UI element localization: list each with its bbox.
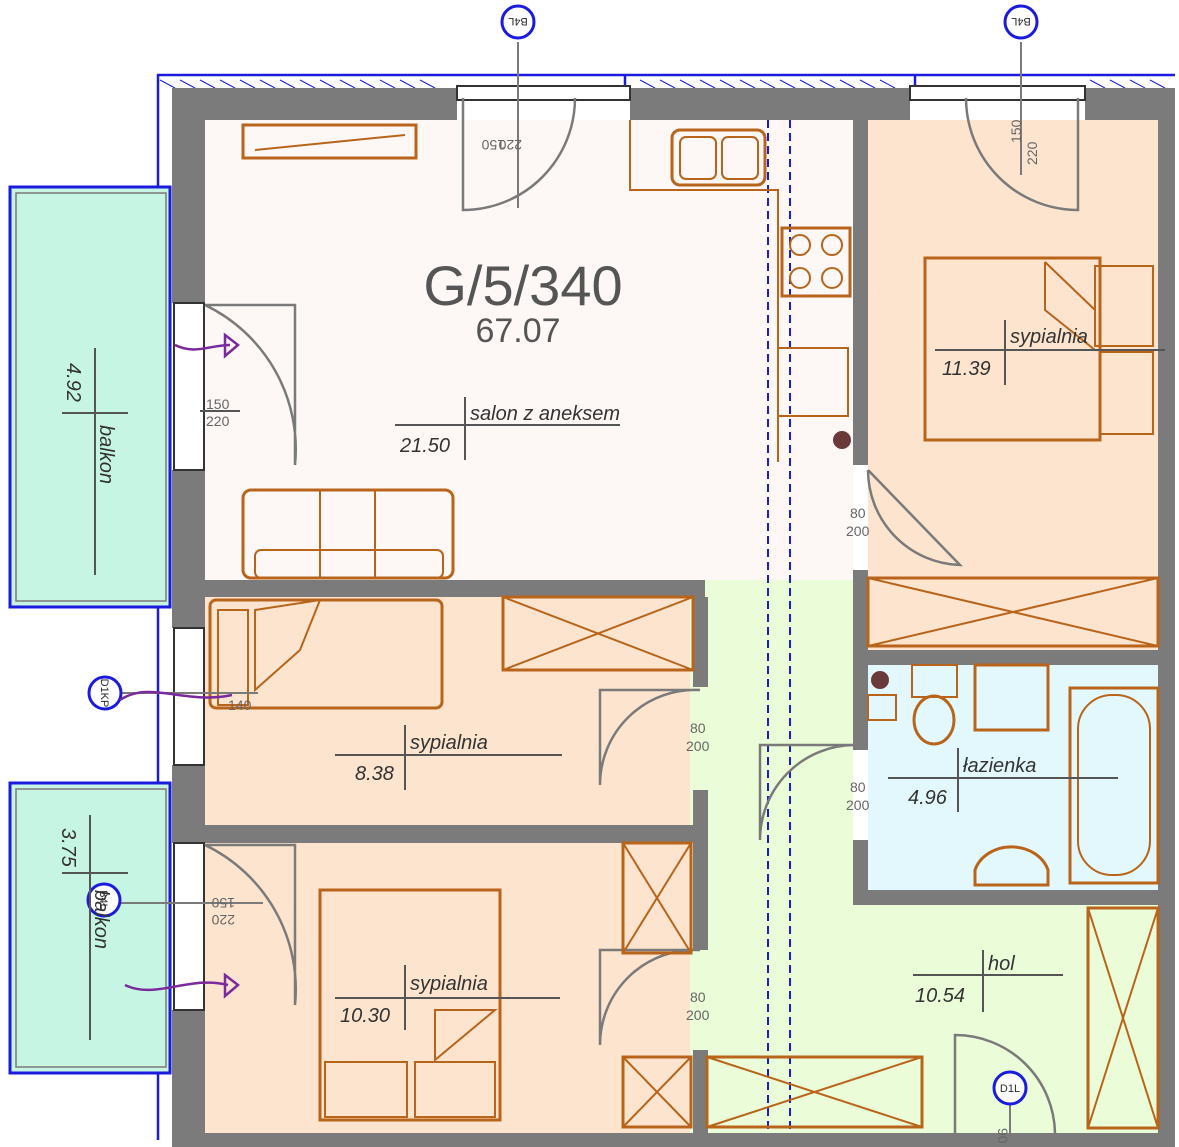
bedroom2-floor xyxy=(205,597,693,825)
door4-height: 200 xyxy=(686,1007,710,1023)
bedroom1-area: 11.39 xyxy=(942,358,991,380)
door2-width: 80 xyxy=(690,720,706,736)
living-room-name: salon z aneksem xyxy=(470,403,620,425)
hall-area: 10.54 xyxy=(915,985,965,1007)
bedroom2-name: sypialnia xyxy=(410,732,488,754)
axis-marker-3-label: D1KP xyxy=(98,679,110,708)
window3-height: 220 xyxy=(1024,141,1040,165)
axis-marker-2-label: B4L xyxy=(1011,15,1031,27)
axis-marker-3: D1KP xyxy=(87,675,123,711)
balcony2-name: balkon xyxy=(90,890,112,949)
axis-marker-4: B4L xyxy=(86,882,122,918)
axis-marker-5-label: D1L xyxy=(1000,1083,1020,1095)
axis-marker-2: B4L xyxy=(1003,4,1039,40)
bedroom1-floor xyxy=(868,120,1158,650)
window2-height: 220 xyxy=(498,137,522,153)
balcony2-area: 3.75 xyxy=(57,828,79,868)
window1-width: 150 xyxy=(206,396,230,412)
door3-height: 200 xyxy=(846,797,870,813)
door2-height: 200 xyxy=(686,738,710,754)
entry-arrows xyxy=(119,332,240,999)
unit-area: 67.07 xyxy=(475,312,560,350)
bathroom-area: 4.96 xyxy=(908,787,948,809)
unit-code: G/5/340 xyxy=(423,254,622,317)
hatching xyxy=(159,79,1166,89)
axis-marker-4-label: B4L xyxy=(97,890,109,910)
window4-height: 220 xyxy=(211,912,235,928)
door4-width: 80 xyxy=(690,989,706,1005)
bedroom3-area: 10.30 xyxy=(340,1005,390,1027)
balcony-1 xyxy=(8,185,172,609)
axis-marker-5: D1L xyxy=(992,1070,1028,1106)
living-room-area: 21.50 xyxy=(399,435,450,457)
furniture xyxy=(208,120,1160,1130)
window3-width: 150 xyxy=(1008,119,1024,143)
axis-marker-1: B4L xyxy=(500,4,536,40)
windows xyxy=(173,85,1086,1011)
window1-height: 220 xyxy=(206,413,230,429)
room-label-crosses xyxy=(62,320,1165,1040)
window5-height: 140 xyxy=(228,697,252,713)
building-outline xyxy=(156,73,1175,1140)
door3-width: 80 xyxy=(850,779,866,795)
window2-width: 150 xyxy=(481,137,505,153)
riser-lines xyxy=(767,120,791,1140)
window4-width: 150 xyxy=(211,895,235,911)
door1-width: 80 xyxy=(850,505,866,521)
hall-name: hol xyxy=(988,953,1015,975)
axis-marker-1-label: B4L xyxy=(508,15,528,27)
entry-height: 90 xyxy=(995,1128,1011,1144)
bedroom2-area: 8.38 xyxy=(355,763,394,785)
bedroom3-name: sypialnia xyxy=(410,973,488,995)
door1-height: 200 xyxy=(846,523,870,539)
living-room-floor xyxy=(205,120,853,580)
hall-floor xyxy=(690,580,1158,1133)
walls xyxy=(172,88,1175,1147)
opening-dimensions: 150 220 150 220 150 220 150 220 140 80 2… xyxy=(200,119,1040,1144)
bedroom1-name: sypialnia xyxy=(1010,326,1088,348)
balcony1-area: 4.92 xyxy=(62,363,84,402)
bathroom-name: łazienka xyxy=(963,755,1036,777)
door-swings xyxy=(204,97,1080,1134)
balcony1-name-rotated: balkon xyxy=(95,425,117,484)
